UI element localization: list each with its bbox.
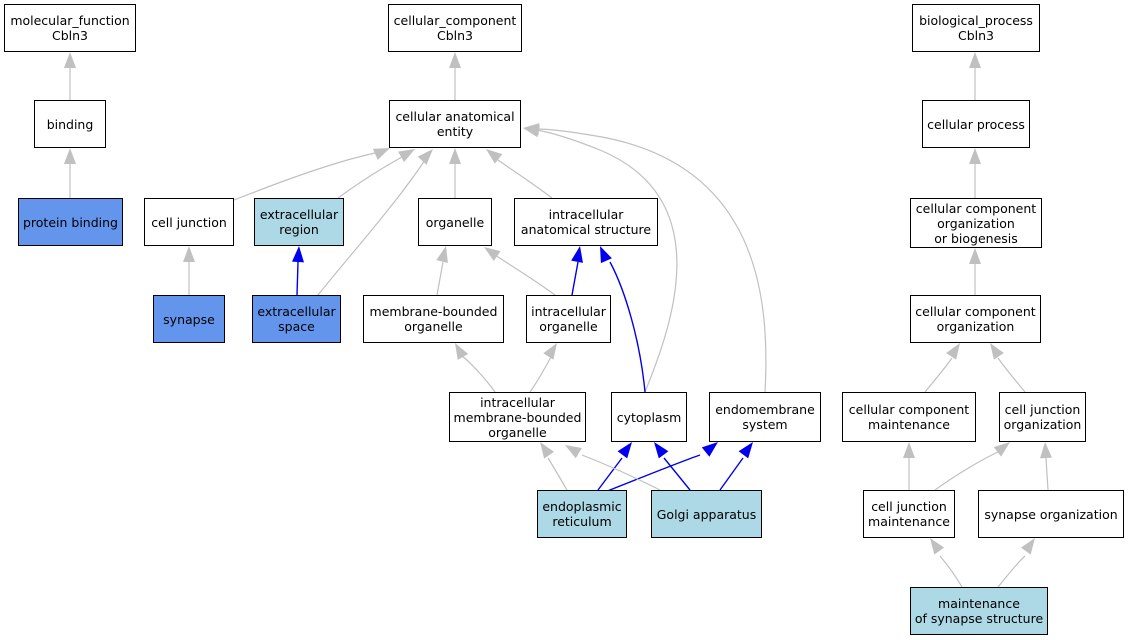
node-cellular-component-root[interactable]: cellular_component Cbln3 bbox=[388, 4, 522, 52]
edge-binding-to-mf-root bbox=[64, 52, 76, 100]
edge-io-to-organelle bbox=[484, 247, 556, 296]
edge-cjm-to-ccm bbox=[903, 442, 915, 490]
arrowhead bbox=[64, 148, 76, 164]
arrowhead bbox=[903, 442, 915, 458]
arrowhead bbox=[990, 343, 1004, 360]
arrowhead bbox=[600, 246, 612, 264]
edge-endomembrane-to-cae bbox=[523, 123, 767, 393]
node-endoplasmic-reticulum[interactable]: endoplasmic reticulum bbox=[537, 490, 627, 538]
edge-so-to-cjo bbox=[1040, 442, 1052, 491]
edge-ccm-to-cco bbox=[924, 343, 960, 393]
arrowhead bbox=[486, 149, 503, 164]
arrowhead bbox=[484, 247, 501, 262]
edge-imbo-to-io bbox=[529, 343, 557, 393]
arrowhead bbox=[1040, 442, 1052, 459]
edge-synapse-to-cell-junction bbox=[183, 246, 195, 295]
arrowhead bbox=[543, 343, 557, 360]
edge-golgi-to-endomembrane bbox=[719, 442, 753, 491]
arrowhead bbox=[455, 343, 469, 360]
arrowhead bbox=[565, 445, 582, 459]
node-synapse-organization[interactable]: synapse organization bbox=[978, 490, 1124, 538]
node-synapse[interactable]: synapse bbox=[153, 295, 225, 343]
edge-ccob-to-cellular-process bbox=[969, 148, 981, 198]
node-intracellular-membrane-bounded-organelle[interactable]: intracellular membrane-bounded organelle bbox=[449, 392, 586, 442]
edge-er-to-imbo bbox=[540, 442, 568, 491]
edge-protein-binding-to-binding bbox=[64, 148, 76, 198]
node-cytoplasm[interactable]: cytoplasm bbox=[611, 392, 687, 442]
arrowhead bbox=[398, 149, 415, 163]
node-organelle[interactable]: organelle bbox=[418, 198, 492, 246]
arrowhead bbox=[946, 343, 960, 360]
edge-cco-to-ccob bbox=[969, 248, 981, 295]
node-cc-organization-or-biogenesis[interactable]: cellular component organization or bioge… bbox=[910, 198, 1042, 248]
edge-golgi-to-imbo bbox=[565, 445, 661, 491]
edge-extracellular-region-to-cae bbox=[337, 149, 415, 199]
arrowhead bbox=[617, 442, 632, 459]
edge-cell-junction-to-cae bbox=[233, 148, 390, 201]
arrowhead bbox=[449, 148, 461, 164]
node-cc-maintenance[interactable]: cellular component maintenance bbox=[842, 392, 976, 442]
arrowhead bbox=[449, 52, 461, 68]
arrowhead bbox=[969, 148, 981, 164]
edge-moss-to-cjm bbox=[930, 538, 963, 588]
node-cellular-process[interactable]: cellular process bbox=[922, 100, 1030, 148]
edge-extracellular-space-to-region bbox=[292, 246, 304, 296]
node-membrane-bounded-organelle[interactable]: membrane-bounded organelle bbox=[363, 295, 504, 343]
edge-extracellular-space-to-cae bbox=[317, 149, 433, 296]
arrowhead bbox=[738, 442, 753, 459]
node-cell-junction-organization[interactable]: cell junction organization bbox=[999, 392, 1086, 442]
node-intracellular-organelle[interactable]: intracellular organelle bbox=[526, 295, 611, 343]
node-biological-process-root[interactable]: biological_process Cbln3 bbox=[912, 4, 1040, 52]
edge-ias-to-cae bbox=[486, 149, 553, 199]
edge-cellular-process-to-bp-root bbox=[969, 52, 981, 100]
node-endomembrane-system[interactable]: endomembrane system bbox=[709, 392, 821, 442]
arrowhead bbox=[571, 246, 583, 263]
arrowhead bbox=[292, 246, 304, 263]
arrowhead bbox=[372, 148, 390, 160]
edge-cytoplasm-to-ias bbox=[600, 246, 646, 393]
arrowhead bbox=[969, 248, 981, 264]
edge-mbo-to-organelle bbox=[436, 246, 448, 296]
arrowhead bbox=[969, 52, 981, 68]
arrowhead bbox=[993, 442, 1010, 457]
edge-moss-to-so bbox=[997, 538, 1035, 588]
arrowhead bbox=[701, 442, 718, 457]
node-molecular-function-root[interactable]: molecular_function Cbln3 bbox=[4, 4, 136, 52]
arrowhead bbox=[523, 123, 540, 136]
node-protein-binding[interactable]: protein binding bbox=[18, 198, 123, 246]
arrowhead bbox=[654, 442, 669, 459]
node-binding[interactable]: binding bbox=[34, 100, 106, 148]
edge-er-to-cytoplasm bbox=[597, 442, 632, 491]
edge-cae-to-cc-root bbox=[449, 52, 461, 100]
arrowhead bbox=[183, 246, 195, 262]
edge-io-to-ias bbox=[571, 246, 583, 296]
arrowhead bbox=[540, 442, 555, 459]
node-extracellular-region[interactable]: extracellular region bbox=[254, 198, 344, 246]
edge-imbo-to-mbo bbox=[455, 343, 496, 393]
edge-golgi-to-cytoplasm bbox=[654, 442, 691, 491]
edge-er-to-endomembrane bbox=[604, 442, 718, 493]
edge-organelle-to-cae bbox=[449, 148, 461, 198]
node-cellular-anatomical-entity[interactable]: cellular anatomical entity bbox=[389, 100, 521, 148]
node-extracellular-space[interactable]: extracellular space bbox=[252, 295, 341, 343]
arrowhead bbox=[436, 246, 448, 263]
node-intracellular-anatomical-structure[interactable]: intracellular anatomical structure bbox=[514, 198, 658, 246]
node-cell-junction[interactable]: cell junction bbox=[144, 198, 234, 246]
arrowhead bbox=[64, 52, 76, 68]
node-golgi-apparatus[interactable]: Golgi apparatus bbox=[651, 490, 762, 538]
node-maintenance-of-synapse-structure[interactable]: maintenance of synapse structure bbox=[910, 587, 1048, 635]
node-cc-organization[interactable]: cellular component organization bbox=[910, 295, 1041, 343]
arrowhead bbox=[417, 149, 433, 165]
edge-cjm-to-cjo bbox=[934, 442, 1010, 491]
node-cell-junction-maintenance[interactable]: cell junction maintenance bbox=[863, 490, 955, 538]
arrowhead bbox=[930, 538, 945, 555]
edge-cjo-to-cco bbox=[990, 343, 1026, 393]
arrowhead bbox=[1020, 538, 1035, 555]
